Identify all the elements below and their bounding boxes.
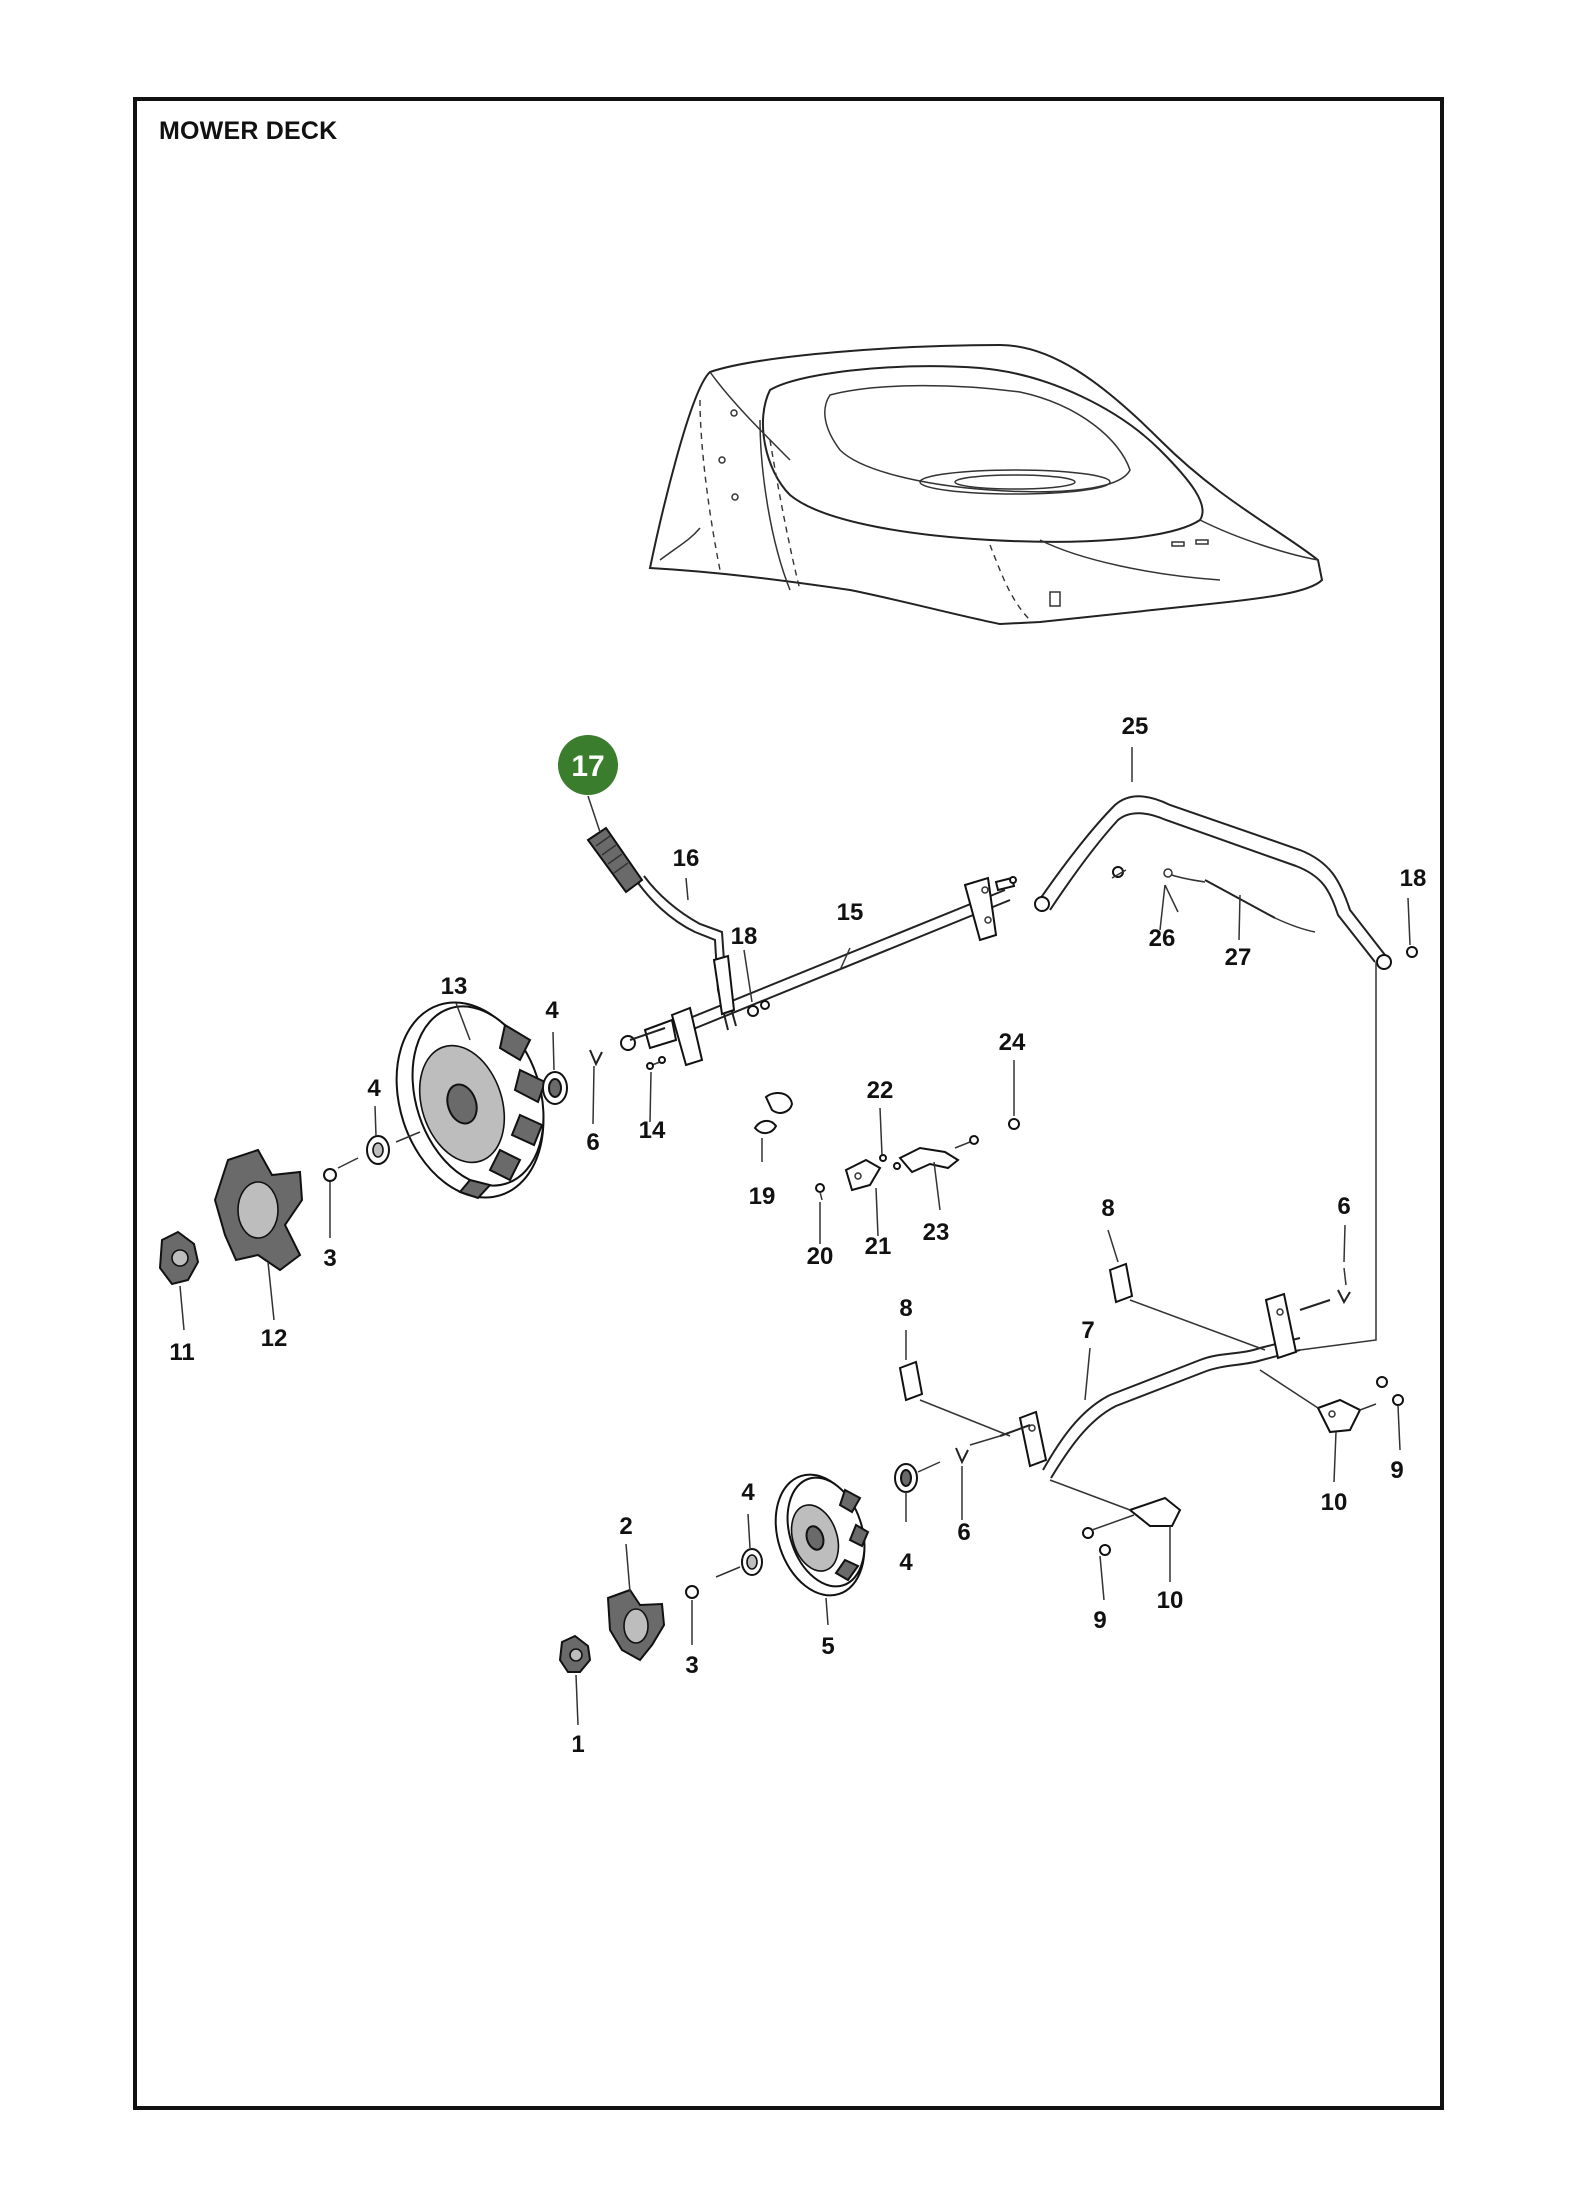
axis-line-rear-2: [337, 1157, 359, 1169]
hubcap-12: [213, 1148, 304, 1272]
highlight-number: 17: [571, 750, 604, 783]
lever-16: [635, 875, 737, 1031]
rod-26: [1164, 884, 1179, 913]
screw-20: [815, 1183, 825, 1201]
callout-9-front: 9: [1093, 1607, 1106, 1634]
callout-20: 20: [807, 1243, 834, 1270]
callout-26: 26: [1149, 925, 1176, 952]
plate-23: [898, 1146, 960, 1174]
wheel-13: [395, 1001, 547, 1200]
callout-3-rear: 3: [323, 1245, 336, 1272]
callout-22: 22: [867, 1077, 894, 1104]
bracket-8-lower: [898, 1360, 1011, 1437]
axis-line-rear: [395, 1131, 421, 1143]
callout-7: 7: [1081, 1317, 1094, 1344]
callout-3-front: 3: [685, 1652, 698, 1679]
highlight-badge-17: 17: [558, 735, 618, 795]
page-title: MOWER DECK: [159, 117, 338, 145]
cap-1: [558, 1634, 592, 1673]
callout-6-right: 6: [1337, 1193, 1350, 1220]
callout-4-front-inner: 4: [899, 1549, 913, 1576]
knob-17: [586, 826, 644, 894]
clip-6-front: [955, 1447, 969, 1465]
callout-11: 11: [169, 1339, 194, 1366]
callout-6-rear: 6: [586, 1129, 599, 1156]
cap-11: [158, 1230, 200, 1286]
nut-18-rear: [747, 1000, 770, 1017]
callout-18-right: 18: [1400, 865, 1427, 892]
leader-lines: [179, 747, 1411, 1726]
bearing-4-rear-outer: [366, 1135, 390, 1165]
deck-shell: [648, 343, 1324, 626]
callout-9-right: 9: [1390, 1457, 1403, 1484]
callout-10-right: 10: [1321, 1489, 1348, 1516]
callout-16: 16: [673, 845, 700, 872]
callout-21: 21: [865, 1233, 892, 1260]
clip-6-rear: [589, 1049, 603, 1067]
bracket-8-upper: [1108, 1262, 1266, 1351]
callout-23: 23: [923, 1219, 950, 1246]
bearing-4-front-outer: [741, 1548, 763, 1576]
bearing-4-rear-inner: [542, 1071, 568, 1105]
nut-3-rear: [323, 1168, 337, 1182]
connector-line-right: [1299, 962, 1377, 1351]
handle-bar-25: [1034, 795, 1392, 970]
link-10-right: [1259, 1369, 1404, 1434]
callout-4-front-outer: 4: [741, 1479, 755, 1506]
callout-6-front: 6: [957, 1519, 970, 1546]
washer-24: [954, 1118, 1020, 1149]
bearing-4-front-inner: [894, 1463, 918, 1493]
axle-7: [1018, 1292, 1301, 1479]
bushing-19: [753, 1091, 794, 1134]
nut-3-front: [685, 1585, 699, 1599]
callout-14: 14: [639, 1117, 666, 1144]
callout-8-lower: 8: [899, 1295, 912, 1322]
axis-line-front: [917, 1461, 941, 1473]
axis-line-front-2: [715, 1566, 741, 1578]
link-10-front: [1049, 1479, 1182, 1556]
callout-12: 12: [261, 1325, 288, 1352]
callout-5: 5: [821, 1633, 834, 1660]
clip-6-right: [1337, 1267, 1351, 1305]
highlight-circle: [558, 735, 618, 795]
wheel-5: [774, 1473, 870, 1597]
callout-24: 24: [999, 1029, 1026, 1056]
callout-25: 25: [1122, 713, 1149, 740]
callout-18-rear: 18: [731, 923, 758, 950]
nut-18-right: [1406, 946, 1418, 958]
callout-labels: 25 16 18 15 26 27 18 13 4 24 4 22 14 6 1…: [169, 713, 1426, 1758]
diagram-frame: MOWER DECK: [133, 97, 1444, 2110]
bolt-14: [646, 1056, 666, 1070]
callout-19: 19: [749, 1183, 776, 1210]
bracket-21-22: [844, 1154, 901, 1192]
callout-1: 1: [571, 1731, 584, 1758]
callout-2: 2: [619, 1513, 632, 1540]
hubcap-2: [606, 1588, 666, 1662]
callout-8-upper: 8: [1101, 1195, 1114, 1222]
axle-15: [679, 876, 1017, 1033]
callout-4-rear-inner: 4: [545, 997, 559, 1024]
callout-4-rear-outer: 4: [367, 1075, 381, 1102]
callout-13: 13: [441, 973, 468, 1000]
pivot-bracket-rear: [620, 1006, 704, 1067]
callout-10-front: 10: [1157, 1587, 1184, 1614]
callout-27: 27: [1225, 944, 1252, 971]
callout-15: 15: [837, 899, 864, 926]
